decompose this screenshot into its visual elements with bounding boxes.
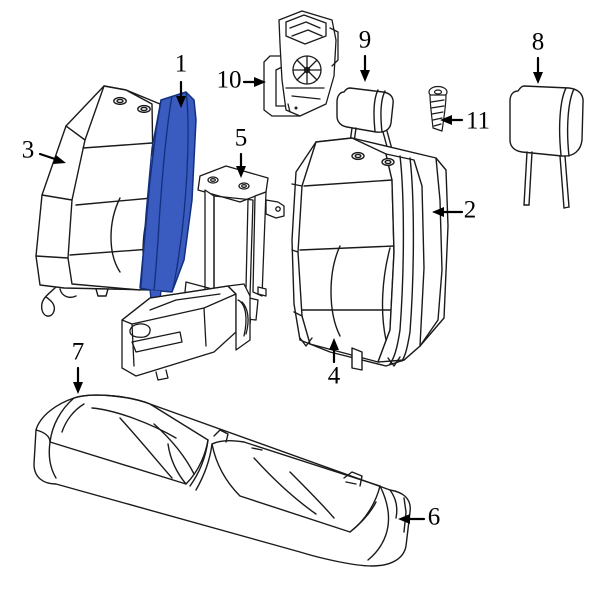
callout-number-10: 10 [217,67,242,94]
callout-number-1: 1 [175,51,188,78]
callout-number-8: 8 [532,29,545,56]
part-11-mounting-bolt [428,85,448,132]
callout-number-7: 7 [72,339,85,366]
callout-numbers: 1 2 3 4 5 6 7 8 9 10 11 [22,27,545,531]
callout-number-5: 5 [235,125,248,152]
center-armrest-console [121,283,251,381]
part-2-right-seat-back [291,137,449,371]
part-8-outboard-head-restraint [509,85,584,209]
callout-number-4: 4 [328,363,341,390]
part-5-center-armrest-bracket [183,165,285,325]
part-1-seat-back-side-bolster-highlighted [139,91,197,300]
callout-number-6: 6 [428,504,441,531]
callout-number-2: 2 [464,197,477,224]
headrest-guide-bezels [113,96,151,114]
headrest-guide-bezels-right [351,151,395,167]
part-6-right-cushion-end [349,485,407,561]
part-10-seat-back-latch-striker [263,10,339,117]
callout-number-9: 9 [359,27,372,54]
part-4-lower-trim-tab [299,337,401,371]
callout-number-11: 11 [466,108,490,135]
callout-leaders [38,54,543,524]
part-7-rear-seat-bottom-cushion [33,394,411,567]
callout-number-3: 3 [22,137,35,164]
